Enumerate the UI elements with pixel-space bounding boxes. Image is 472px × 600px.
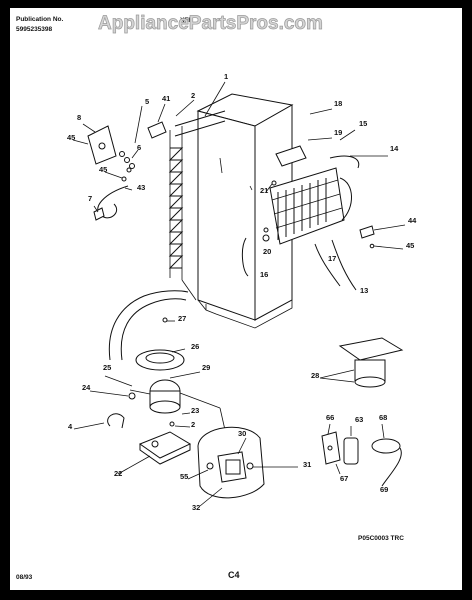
callout-2: 2 — [191, 91, 195, 100]
callout-21: 21 — [260, 186, 268, 195]
callout-20: 20 — [263, 247, 271, 256]
callout-5: 5 — [145, 97, 149, 106]
callout-13: 13 — [360, 286, 368, 295]
watermark: AppliancePartsPros.com — [98, 13, 323, 34]
diagram-code: P05C0003 TRC — [358, 535, 404, 542]
callout-26: 26 — [191, 342, 199, 351]
callout-22: 22 — [114, 469, 122, 478]
callout-30: 30 — [238, 429, 246, 438]
callout-27: 27 — [178, 314, 186, 323]
callout-63: 63 — [355, 415, 363, 424]
callout-68: 68 — [379, 413, 387, 422]
defrost-tubing — [241, 180, 406, 291]
evaporator — [269, 108, 388, 245]
callout-23: 23 — [191, 406, 199, 415]
compressor — [73, 371, 201, 430]
callout-18: 18 — [334, 99, 342, 108]
callout-24: 24 — [82, 383, 91, 392]
callout-6: 6 — [137, 143, 141, 152]
callout-31: 31 — [303, 460, 311, 469]
callout-67: 67 — [340, 474, 348, 483]
start-components — [321, 423, 402, 487]
publication-date: 08/93 — [16, 574, 33, 581]
callout-15: 15 — [359, 119, 367, 128]
callout-44: 44 — [408, 216, 417, 225]
electrical-connection — [179, 392, 226, 431]
part-callouts: 1241584564543718191514212016174445132726… — [67, 72, 417, 512]
callout-55: 55 — [180, 472, 188, 481]
publication-label: Publication No. — [16, 16, 64, 23]
callout-45: 45 — [406, 241, 414, 250]
callout-14: 14 — [390, 144, 399, 153]
parts-diagram-sheet: Publication No. 5995235398 XFR Appliance… — [10, 8, 462, 590]
top-bracket — [147, 81, 226, 139]
page-number: C4 — [228, 570, 240, 580]
relay-assembly — [187, 426, 298, 507]
callout-41: 41 — [162, 94, 170, 103]
callout-16: 16 — [260, 270, 268, 279]
callout-45: 45 — [99, 165, 107, 174]
callout-66: 66 — [326, 413, 334, 422]
callout-28: 28 — [311, 371, 319, 380]
thermostat-bracket — [72, 105, 143, 221]
exploded-parts-diagram: Publication No. 5995235398 XFR Appliance… — [16, 13, 417, 581]
callout-43: 43 — [137, 183, 145, 192]
back-condenser-coil — [168, 110, 226, 301]
callout-69: 69 — [380, 485, 388, 494]
callout-17: 17 — [328, 254, 336, 263]
callout-45: 45 — [67, 133, 75, 142]
condenser-fan-motor — [319, 337, 404, 388]
callout-7: 7 — [88, 194, 92, 203]
callout-1: 1 — [224, 72, 228, 81]
callout-2: 2 — [191, 420, 195, 429]
callout-4: 4 — [68, 422, 73, 431]
publication-number: 5995235398 — [16, 26, 53, 33]
model-number: XFR — [180, 17, 193, 24]
callout-32: 32 — [192, 503, 200, 512]
callout-29: 29 — [202, 363, 210, 372]
callout-19: 19 — [334, 128, 342, 137]
callout-25: 25 — [103, 363, 111, 372]
callout-8: 8 — [77, 113, 81, 122]
compressor-base-pan — [117, 431, 192, 475]
drain-hose-and-pan — [108, 290, 189, 371]
